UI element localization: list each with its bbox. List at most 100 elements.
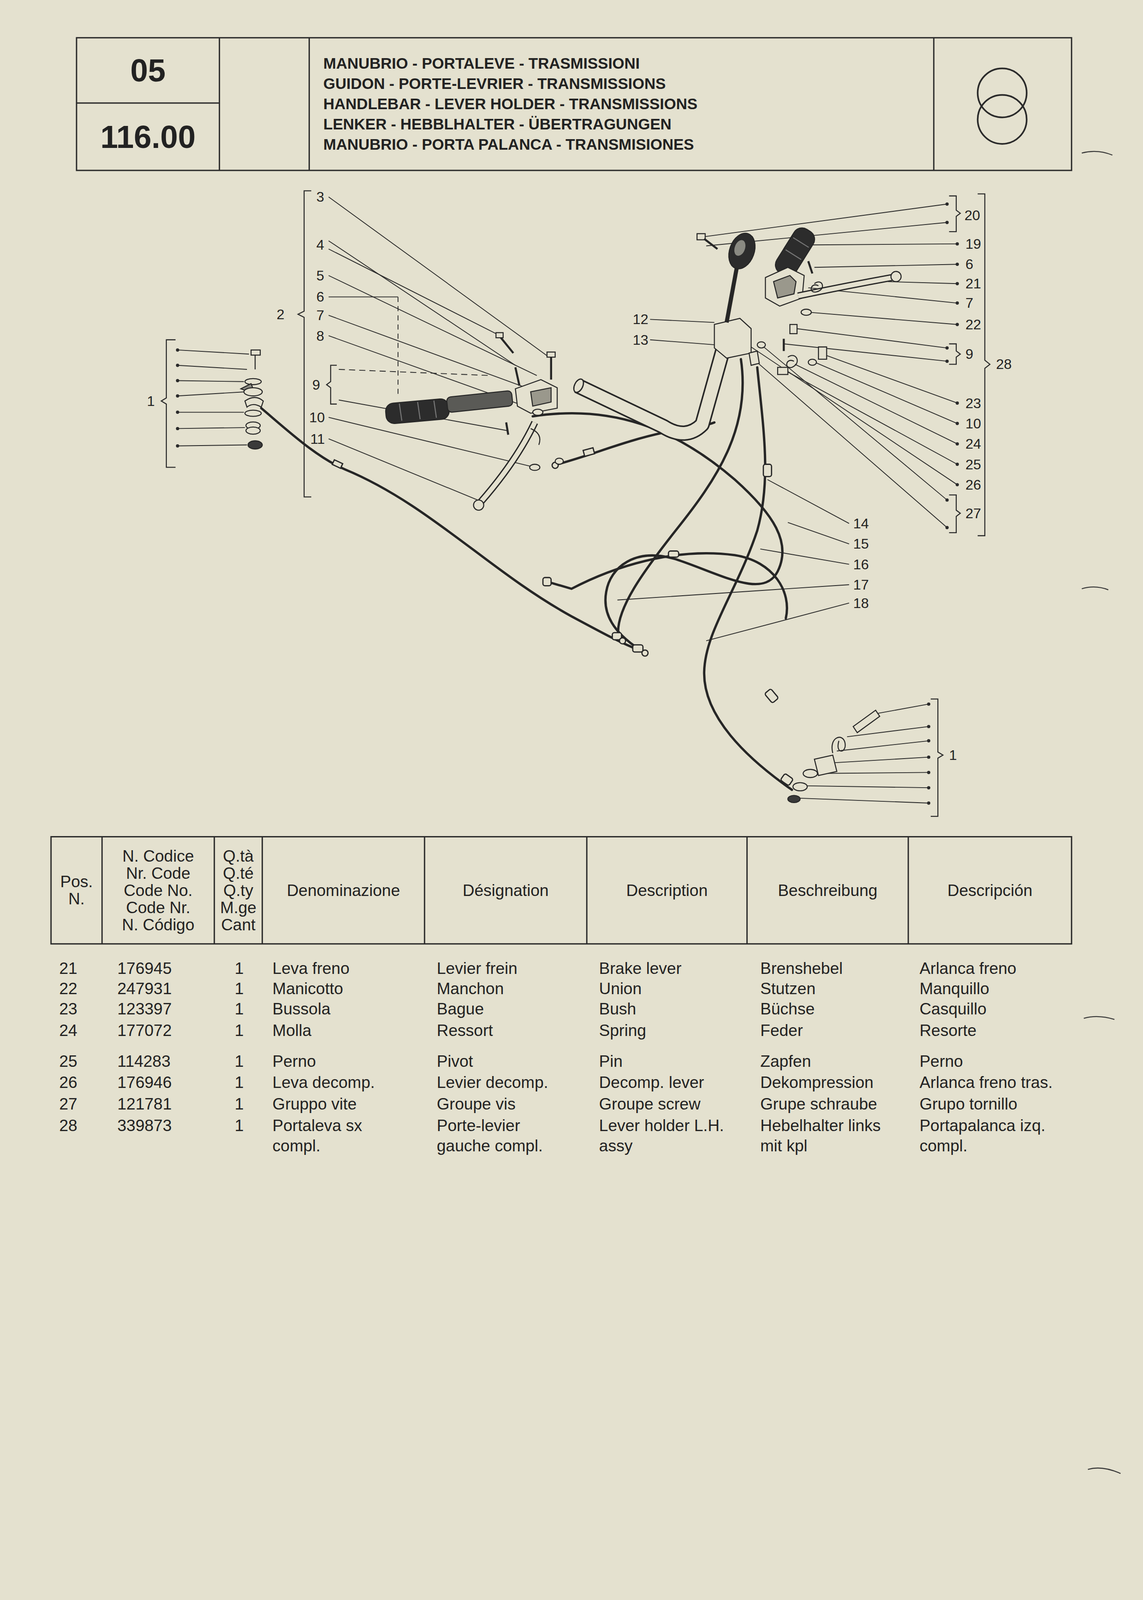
leader-dot: [955, 242, 959, 246]
leader-dot: [927, 801, 931, 805]
table-header-frame: [101, 836, 103, 944]
table-header-cell: Pos. N.: [51, 836, 103, 944]
table-header-frame: [424, 836, 426, 944]
right-grip-assembly: [704, 238, 718, 249]
callout-number: 3: [316, 189, 325, 205]
table-cell: 1: [234, 1072, 262, 1093]
callout-number: 24: [965, 436, 982, 452]
callout-number: 9: [965, 346, 974, 362]
left-grip-assembly: [530, 428, 540, 445]
control-cable: [704, 367, 792, 790]
cable-fitting: [641, 649, 649, 657]
fastener-set: [832, 737, 846, 754]
table-cell: 1: [234, 1115, 262, 1136]
leader-line: [706, 603, 850, 642]
bracket: [949, 195, 961, 232]
leader-line: [328, 417, 535, 468]
leader-dot: [927, 739, 931, 743]
table-cell: Büchse: [760, 999, 893, 1020]
ring-symbol: [977, 95, 1027, 144]
right-grip-assembly: [785, 249, 801, 260]
handlebar: [571, 336, 727, 434]
left-grip-assembly: [399, 403, 402, 421]
left-grip-assembly: [546, 352, 556, 358]
column-heading: Code No.: [123, 881, 193, 900]
leader-line: [783, 343, 948, 362]
table-cell: Levier decomp.: [436, 1072, 563, 1093]
table-cell: 114283: [117, 1051, 206, 1072]
leader-line: [328, 275, 537, 376]
left-grip-assembly: [433, 400, 437, 418]
fastener-set: [244, 378, 262, 385]
leader-line: [339, 369, 491, 376]
sheet-code: 116.00: [100, 119, 196, 155]
leader-dot: [945, 346, 949, 350]
title-line: HANDLEBAR - LEVER HOLDER - TRANSMISSIONS: [323, 93, 698, 115]
leader-dot: [927, 702, 931, 706]
table-cell: Groupe vis: [436, 1094, 563, 1115]
callout-number: 13: [632, 332, 649, 348]
right-grip-assembly: [714, 318, 752, 358]
leader-line: [177, 380, 244, 382]
leader-line: [802, 785, 929, 789]
leader-line: [328, 196, 550, 358]
table-cell: Bussola: [272, 999, 388, 1020]
leader-dot: [927, 770, 931, 775]
table-cell: 1: [234, 1094, 262, 1115]
leader-line: [812, 243, 958, 245]
right-grip-assembly: [696, 233, 706, 240]
bracket: [930, 699, 944, 817]
control-cable: [618, 359, 743, 637]
table-cell: Groupe screw: [599, 1094, 741, 1115]
left-grip-assembly: [480, 422, 535, 502]
table-header-frame: [907, 836, 909, 944]
bracket: [298, 190, 312, 497]
sheet-page-cell: 116.00: [76, 103, 220, 171]
right-grip-assembly: [811, 281, 823, 292]
table-cell: Grupo tornillo: [919, 1094, 1065, 1115]
left-grip-assembly: [515, 379, 558, 413]
column-heading: Désignation: [462, 881, 549, 900]
bracket: [161, 339, 176, 468]
sheet-group-cell: 05: [76, 37, 220, 104]
table-cell: Resorte: [919, 1020, 1065, 1041]
table-header-frame: [51, 836, 1072, 944]
leader-line: [328, 240, 516, 366]
leader-line: [761, 344, 948, 500]
leader-line: [812, 361, 958, 424]
cable-fitting: [332, 459, 343, 469]
cable-fitting: [542, 577, 552, 587]
leader-line: [760, 549, 850, 565]
right-grip-assembly: [732, 238, 748, 258]
table-cell: 28: [58, 1115, 108, 1136]
leader-line: [888, 281, 958, 284]
leader-line: [704, 204, 948, 237]
leader-line: [177, 365, 248, 370]
table-cell: Perno: [272, 1051, 388, 1072]
leader-line: [872, 704, 929, 715]
leader-line: [328, 248, 502, 337]
left-grip-assembly: [529, 464, 540, 471]
leader-line: [177, 444, 248, 446]
leader-line: [793, 797, 929, 804]
leader-dot: [945, 498, 949, 502]
right-grip-assembly: [724, 229, 760, 273]
leader-line: [824, 757, 929, 764]
table-cell: Union: [599, 978, 741, 1000]
leader-dot: [927, 724, 931, 728]
callout-number: 1: [949, 747, 958, 763]
leader-dot: [955, 282, 959, 286]
header-frame: [932, 37, 935, 171]
leader-dot: [955, 442, 959, 446]
cable-fitting: [582, 447, 595, 457]
leader-dot: [176, 202, 959, 805]
table-header-frame: [51, 836, 1072, 944]
leader-line: [328, 296, 399, 298]
cable-fitting: [619, 637, 626, 645]
leader-line: [177, 411, 244, 413]
table-cell: Portapalanca izq. compl.: [919, 1115, 1065, 1157]
table-cell: Molla: [272, 1020, 388, 1041]
leader-line: [822, 353, 958, 403]
callout-number: 15: [853, 536, 870, 552]
fastener-set: [244, 397, 264, 408]
